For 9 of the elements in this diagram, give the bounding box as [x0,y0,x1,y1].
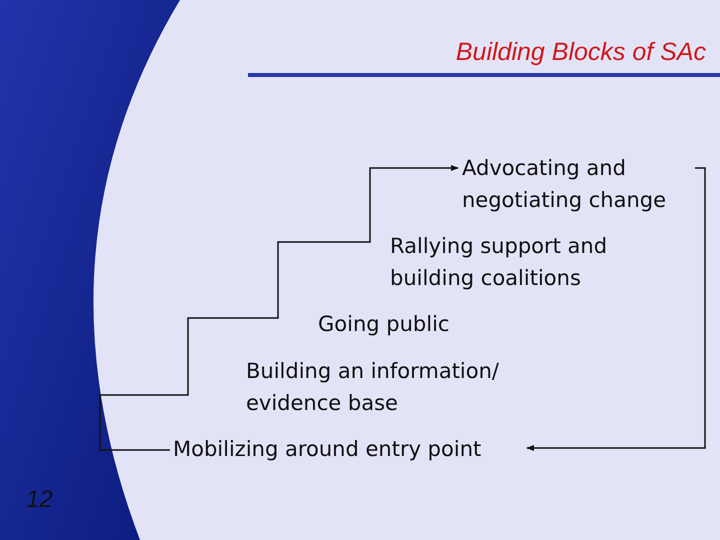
page-number: 12 [26,486,53,514]
step-label: Mobilizing around entry point [173,433,523,465]
slide-title: Building Blocks of SAc [456,38,706,67]
arrow [99,165,459,451]
step-label: Advocating and negotiating change [462,152,692,216]
step-label: Rallying support and building coalitions [390,230,660,294]
step-label: Building an information/ evidence base [246,355,536,419]
step-label: Going public [318,308,478,340]
arrow [526,167,706,451]
